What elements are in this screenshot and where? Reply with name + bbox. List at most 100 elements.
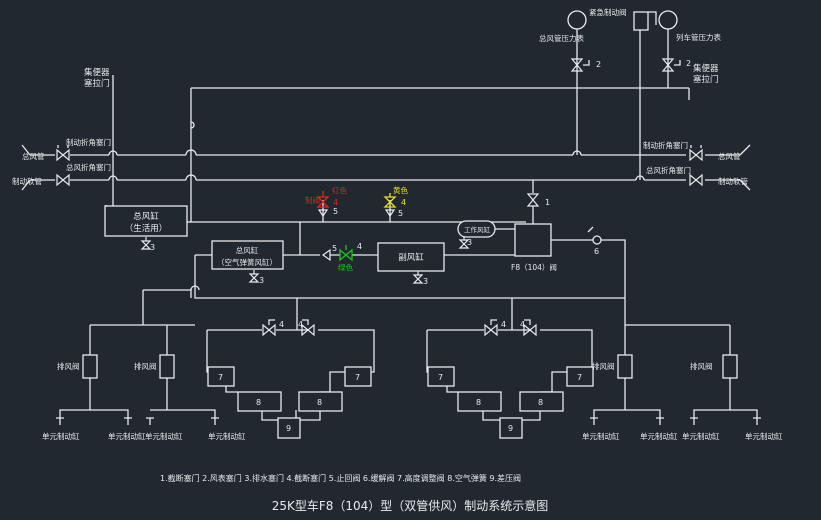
num-8d: 8 — [538, 398, 543, 407]
num-1: 1 — [545, 198, 550, 207]
leveling-valve-7b — [344, 366, 372, 387]
num-8a: 8 — [256, 398, 261, 407]
num-3a: 3 — [150, 243, 155, 252]
angle-cock-top-left-label: 制动折角塞门 — [66, 137, 111, 147]
air-spring-8a — [237, 391, 282, 412]
num-5c: 5 — [332, 244, 337, 253]
unit-cylinder-4-label: 单元制动缸 — [208, 431, 246, 441]
drain-cock-life-icon — [141, 236, 151, 250]
toilet-cock-left-label-1: 集便器 — [84, 67, 110, 78]
exhaust-valve-1-label: 排风阀 — [57, 361, 80, 371]
unit-cylinder-3-label: 单元制动缸 — [145, 431, 183, 441]
leveling-valve-7c — [427, 366, 455, 387]
cut-off-cock-4a-icon — [262, 324, 276, 336]
num-8b: 8 — [317, 398, 322, 407]
angle-cock-left-bot-icon — [56, 174, 70, 186]
exhaust-valve-4-label: 排风阀 — [690, 361, 713, 371]
exhaust-valve-2 — [159, 354, 175, 379]
angle-cock-left-top-icon — [56, 149, 70, 161]
reservoir-life-label-2: （生活用） — [125, 223, 168, 234]
num-4-green: 4 — [357, 242, 362, 251]
angle-cock-bot-left-label: 总风折角塞门 — [66, 162, 111, 172]
cut-off-cock-yellow-icon — [383, 193, 397, 208]
exhaust-valve-3-label: 排风阀 — [592, 361, 615, 371]
cut-off-cock-red-icon — [316, 191, 330, 208]
check-valve-yellow-icon — [384, 209, 396, 218]
f8-valve-label: F8（104）阀 — [511, 263, 557, 272]
main-pipe-gauge-icon — [567, 10, 587, 30]
release-valve-icon — [592, 235, 602, 245]
num-5a: 5 — [333, 207, 338, 216]
yellow-label: 黄色 — [393, 185, 408, 195]
main-pipe-gauge-label: 总风管压力表 — [539, 33, 584, 43]
component-numbers: 2 2 1 3 3 3 3 4 4 4 5 5 5 6 4 4 4 4 7 7 … — [150, 59, 691, 433]
num-9b: 9 — [508, 424, 513, 433]
air-spring-8b — [298, 391, 343, 412]
valves — [56, 58, 703, 336]
num-3c: 3 — [423, 277, 428, 286]
angle-cock-right-top-icon — [689, 149, 703, 161]
red-prefix-label: 制阀 — [305, 195, 320, 205]
check-valve-green-icon — [321, 248, 331, 262]
cut-off-cock-1-icon — [527, 193, 539, 207]
work-reservoir — [457, 220, 496, 238]
num-7a: 7 — [218, 373, 223, 382]
air-spring-8c — [457, 391, 502, 412]
reservoir-spring-label-2: （空气弹簧风缸） — [217, 257, 277, 267]
unit-cylinder-5-label: 单元制动缸 — [582, 431, 620, 441]
num-4-r1: 4 — [501, 320, 506, 329]
train-pipe-gauge-icon — [658, 10, 678, 30]
num-4-l2: 4 — [298, 320, 303, 329]
main-pipe-right-label: 总风管 — [718, 151, 741, 161]
green-label: 绿色 — [338, 262, 353, 272]
check-valve-red-icon — [317, 209, 329, 218]
num-2a: 2 — [596, 60, 601, 69]
red-label: 红色 — [332, 185, 347, 195]
angle-cock-bot-right-label: 总风折角塞门 — [646, 165, 691, 175]
num-4-yellow: 4 — [401, 198, 406, 207]
toilet-cock-left-label-2: 塞拉门 — [84, 78, 110, 89]
toilet-cock-right-label-2: 塞拉门 — [693, 74, 719, 85]
brake-hose-right-label: 制动软管 — [718, 176, 748, 186]
toilet-cock-right-label-1: 集便器 — [693, 63, 719, 74]
emergency-valve-label: 紧急制动阀 — [589, 7, 627, 17]
unit-cylinder-7-label: 单元制动缸 — [682, 431, 720, 441]
leveling-valve-7a — [207, 366, 235, 387]
reservoir-spring-label-1: 总风缸 — [236, 245, 259, 255]
num-7d: 7 — [577, 373, 582, 382]
main-pipe-left-label: 总风管 — [22, 151, 45, 161]
drain-cock-spring-icon — [249, 269, 259, 283]
main-reservoir-air-spring — [211, 240, 284, 270]
num-7c: 7 — [438, 373, 443, 382]
brake-hose-left-label: 制动软管 — [12, 176, 42, 186]
auxiliary-reservoir — [377, 242, 445, 272]
unit-cylinder-8-label: 单元制动缸 — [745, 431, 783, 441]
num-7b: 7 — [355, 373, 360, 382]
boxes — [82, 11, 738, 439]
exhaust-valve-2-label: 排风阀 — [134, 361, 157, 371]
diff-pressure-valve-9a — [277, 417, 301, 439]
angle-cock-top-right-label: 制动折角塞门 — [643, 140, 688, 150]
labels: 紧急制动阀 总风管压力表 列车管压力表 集便器 塞拉门 集便器 塞拉门 制动折角… — [12, 7, 783, 441]
num-6: 6 — [594, 247, 599, 256]
unit-cylinder-2-label: 单元制动缸 — [108, 431, 146, 441]
reservoir-life-label-1: 总风缸 — [133, 211, 159, 222]
num-9a: 9 — [286, 424, 291, 433]
num-4-r2: 4 — [520, 320, 525, 329]
exhaust-valve-4 — [722, 354, 738, 379]
aux-reservoir-label: 副风缸 — [398, 252, 424, 263]
num-8c: 8 — [476, 398, 481, 407]
emergency-valve-box — [633, 11, 649, 31]
angle-cock-right-bot-icon — [689, 174, 703, 186]
unit-cylinder-6-label: 单元制动缸 — [640, 431, 678, 441]
legend-text: 1.截断塞门 2.风表塞门 3.排水塞门 4.截断塞门 5.止回阀 6.缓解阀 … — [160, 473, 521, 483]
main-reservoir-life — [104, 205, 188, 237]
num-3b: 3 — [259, 276, 264, 285]
air-spring-8d — [519, 391, 564, 412]
num-2b: 2 — [686, 59, 691, 68]
leveling-valve-7d — [566, 366, 594, 387]
cut-off-cock-green-icon — [339, 245, 353, 262]
drain-cock-aux-icon — [413, 270, 423, 284]
num-4-l1: 4 — [279, 320, 284, 329]
